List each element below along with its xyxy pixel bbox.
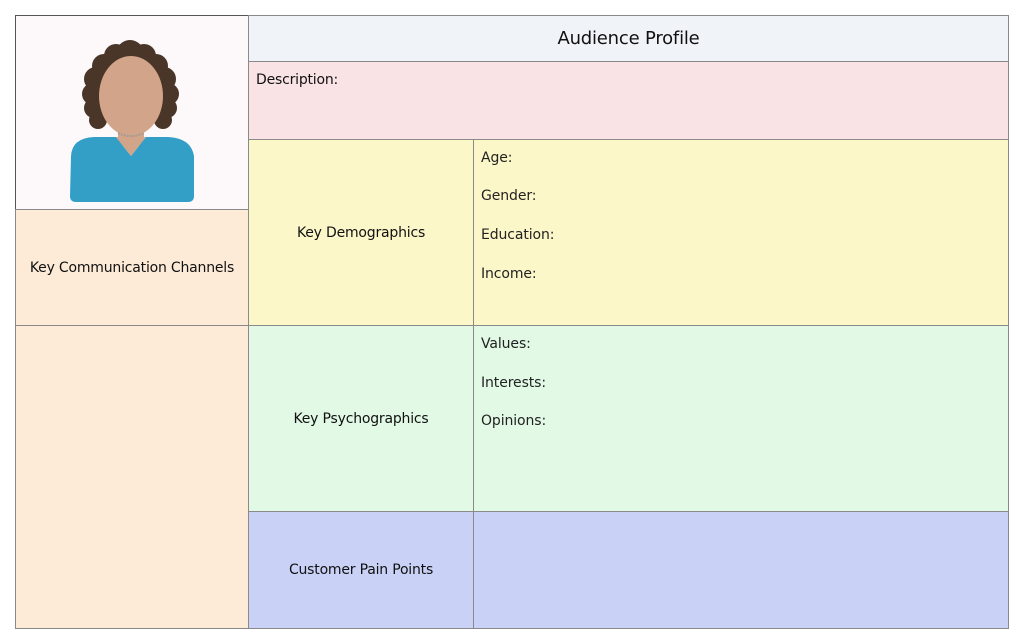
pain-points-content[interactable] [473, 511, 1009, 629]
demographics-label: Key Demographics [296, 224, 426, 241]
demographics-label-cell: Key Demographics [248, 139, 474, 326]
field-gender: Gender: [481, 188, 537, 204]
field-opinions: Opinions: [481, 413, 547, 429]
psychographics-label: Key Psychographics [293, 410, 429, 427]
communication-channels-content[interactable] [15, 325, 249, 629]
field-education: Education: [481, 227, 555, 243]
portrait-cell [15, 15, 249, 210]
field-income: Income: [481, 266, 537, 282]
communication-channels-label-cell: Key Communication Channels [15, 209, 249, 326]
psychographics-fields-cell[interactable]: Values: Interests: Opinions: [473, 325, 1009, 512]
field-interests: Interests: [481, 375, 546, 391]
demographics-fields-cell[interactable]: Age: Gender: Education: Income: [473, 139, 1009, 326]
page-title-cell: Audience Profile [248, 15, 1009, 62]
description-cell[interactable]: Description: [248, 61, 1009, 140]
pain-points-label: Customer Pain Points [288, 562, 434, 578]
page-title: Audience Profile [557, 28, 700, 49]
field-age: Age: [481, 150, 513, 166]
psychographics-label-cell: Key Psychographics [248, 325, 474, 512]
field-values: Values: [481, 336, 531, 352]
description-label: Description: [256, 72, 339, 88]
female-avatar-icon [70, 40, 194, 202]
pain-points-label-cell: Customer Pain Points [248, 511, 474, 629]
communication-channels-label: Key Communication Channels [29, 259, 235, 276]
